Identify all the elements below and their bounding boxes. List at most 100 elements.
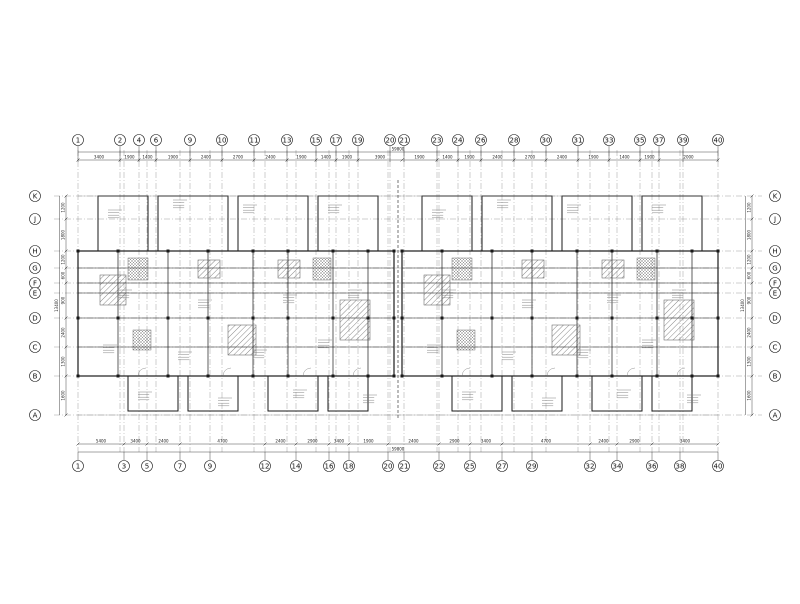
- grid-bubble-left: B: [29, 370, 41, 382]
- dim-label-total-bottom: 59800: [392, 447, 405, 452]
- grid-bubble-bottom: 25: [464, 460, 476, 472]
- dim-label-right-total: 13400: [740, 299, 745, 312]
- dim-label-left: 1200: [61, 254, 66, 265]
- grid-bubble-label: 5: [145, 462, 149, 470]
- grid-bubble-label: 2: [118, 136, 122, 144]
- grid-bubble-circle: [464, 460, 476, 472]
- beam-annotations: [103, 199, 701, 407]
- grid-bubble-right: E: [769, 287, 781, 299]
- cross-hatched-area: [451, 257, 473, 281]
- dim-tick: [64, 194, 68, 198]
- hatched-slab: [277, 259, 301, 279]
- grid-bubble-right: G: [769, 262, 781, 274]
- dim-label-top: 2400: [492, 155, 503, 160]
- dim-label-bottom: 2400: [598, 439, 609, 444]
- grid-bubble-left: J: [29, 213, 41, 225]
- grid-bubble-label: H: [32, 247, 37, 255]
- grid-bubble-circle: [29, 245, 41, 257]
- dim-label-bottom: 4700: [217, 439, 228, 444]
- column: [286, 316, 290, 320]
- grid-bubble-label: G: [32, 264, 37, 272]
- dim-label-bottom: 4700: [541, 439, 552, 444]
- grid-bubble-right: J: [769, 213, 781, 225]
- dim-label-top: 1900: [296, 155, 307, 160]
- dim-label-top: 1900: [464, 155, 475, 160]
- dim-label-left: 1300: [61, 356, 66, 367]
- wall-outline: [327, 375, 369, 412]
- grid-bubble-circle: [248, 134, 260, 146]
- grid-bubble-label: G: [772, 264, 777, 272]
- dim-label-bottom: 3400: [680, 439, 691, 444]
- grid-bubble-circle: [133, 134, 145, 146]
- dim-label-right: 1200: [747, 254, 752, 265]
- dim-label-bottom: 3400: [130, 439, 141, 444]
- grid-bubble-bottom: 16: [323, 460, 335, 472]
- column: [206, 249, 210, 253]
- wall-outline: [421, 195, 473, 252]
- grid-bubble-circle: [323, 460, 335, 472]
- dim-tick: [64, 281, 68, 285]
- hatched-slab: [521, 259, 545, 279]
- dim-tick: [650, 442, 654, 446]
- hatched-slab: [197, 259, 221, 279]
- grid-bubble-label: 20: [384, 462, 393, 470]
- grid-bubble-circle: [29, 190, 41, 202]
- grid-bubble-left: D: [29, 312, 41, 324]
- dim-tick: [750, 217, 754, 221]
- dim-label-bottom: 5400: [96, 439, 107, 444]
- column: [400, 249, 404, 253]
- door-swing: [302, 367, 312, 377]
- grid-bubble-circle: [352, 134, 364, 146]
- grid-bubble-label: 14: [292, 462, 301, 470]
- dim-label-top: 2700: [525, 155, 536, 160]
- grid-bubble-label: 30: [542, 136, 551, 144]
- grid-bubble-circle: [398, 134, 410, 146]
- column: [206, 316, 210, 320]
- grid-bubble-circle: [572, 134, 584, 146]
- grid-bubble-bottom: 21: [398, 460, 410, 472]
- dim-label-left: 600: [61, 271, 66, 279]
- column: [440, 374, 444, 378]
- grid-bubble-circle: [603, 134, 615, 146]
- grid-bubble-top: 4: [133, 134, 145, 146]
- grid-bubble-left: F: [29, 277, 41, 289]
- dim-tick: [750, 249, 754, 253]
- grid-bubble-circle: [118, 460, 130, 472]
- dim-label-top: 1900: [644, 155, 655, 160]
- grid-bubble-label: K: [773, 192, 778, 200]
- grid-bubble-label: 20: [386, 136, 395, 144]
- grid-bubble-top: 37: [653, 134, 665, 146]
- grid-bubble-circle: [769, 370, 781, 382]
- grid-bubble-circle: [216, 134, 228, 146]
- grid-bubble-right: H: [769, 245, 781, 257]
- hatched-slab: [663, 299, 695, 341]
- hatched-slabs: [99, 257, 695, 356]
- grid-bubble-label: 16: [325, 462, 334, 470]
- column: [530, 374, 534, 378]
- grid-bubble-label: 1: [76, 462, 80, 470]
- grid-bubble-top: 1: [72, 134, 84, 146]
- column: [251, 316, 255, 320]
- grid-bubble-label: 9: [208, 462, 212, 470]
- dim-tick: [750, 374, 754, 378]
- wall-outline: [641, 195, 703, 252]
- grid-bubble-top: 10: [216, 134, 228, 146]
- walls: [76, 180, 720, 420]
- dim-tick: [64, 249, 68, 253]
- column: [76, 374, 80, 378]
- grid-bubble-circle: [496, 460, 508, 472]
- grid-bubble-label: F: [773, 279, 777, 287]
- dim-tick: [64, 266, 68, 270]
- dim-tick: [400, 158, 404, 162]
- grid-bubble-label: 33: [605, 136, 614, 144]
- dim-label-bottom: 2900: [629, 439, 640, 444]
- grid-bubble-circle: [452, 134, 464, 146]
- dim-label-right: 600: [747, 271, 752, 279]
- grid-bubble-circle: [330, 134, 342, 146]
- column: [690, 374, 694, 378]
- grid-bubble-bottom: 7: [174, 460, 186, 472]
- grid-bubble-right: B: [769, 370, 781, 382]
- column: [116, 374, 120, 378]
- wall-outline: [511, 375, 563, 412]
